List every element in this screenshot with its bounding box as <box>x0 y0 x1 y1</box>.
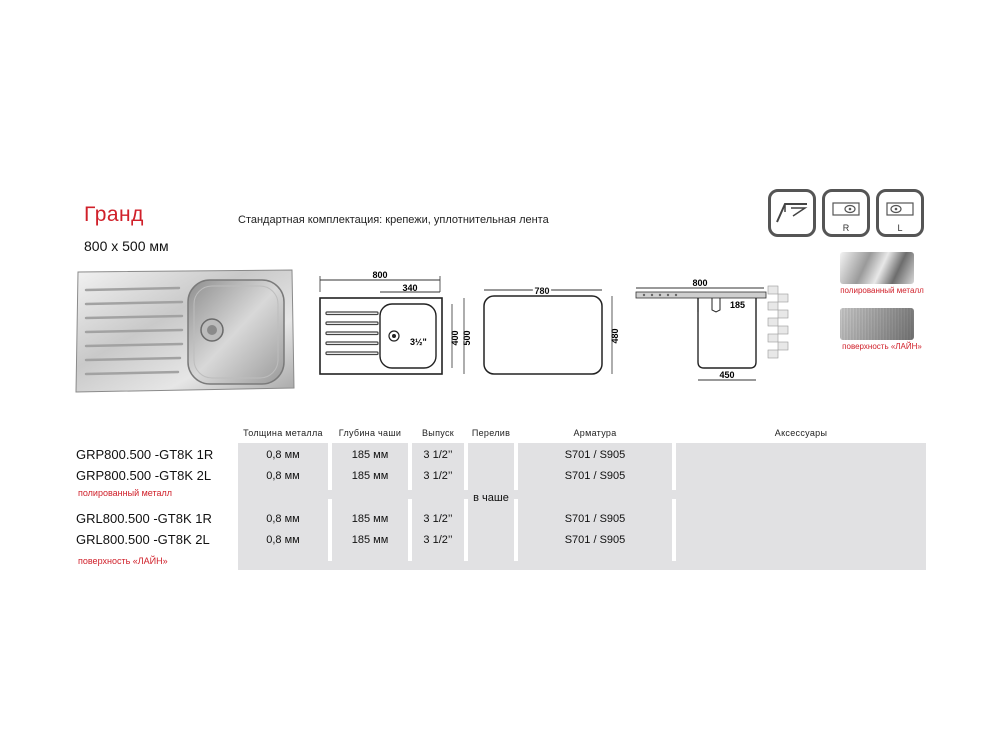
bowl-right-icon: R <box>822 189 870 237</box>
stripe-footer <box>238 561 926 570</box>
section-depth-label: 185 <box>730 300 745 310</box>
bowl-left-icon: L <box>876 189 924 237</box>
table-cell-outlet: 3 1/2’’ <box>423 470 453 482</box>
feature-icons: R L <box>768 189 924 237</box>
col-fittings-bg <box>518 443 672 570</box>
polished-metal-swatch <box>840 252 914 284</box>
table-row-model: GRP800.500 -GT8K 2L <box>76 468 212 483</box>
col-outlet-bg <box>412 443 464 570</box>
header-overflow: Перелив <box>471 428 511 438</box>
product-title: Гранд <box>84 203 144 226</box>
table-row-model: GRL800.500 -GT8K 2L <box>76 532 210 547</box>
table-cell-fittings: S701 / S905 <box>564 470 626 482</box>
table-cell-overflow: в чаше <box>473 492 509 504</box>
table-cell-depth: 185 мм <box>351 470 389 482</box>
header-accessories: Аксессуары <box>774 428 828 438</box>
col-thickness-bg <box>238 443 328 570</box>
polished-metal-label: полированный металл <box>840 286 924 295</box>
section-bottom-label: 450 <box>719 370 734 380</box>
cutout-width-label: 780 <box>534 286 549 296</box>
table-cell-depth: 185 мм <box>351 534 389 546</box>
group-note-polished: полированный металл <box>78 488 173 498</box>
col-depth-bg <box>332 443 408 570</box>
line-surface-label: поверхность «ЛАЙН» <box>842 342 922 351</box>
faucet-mount-icon <box>768 189 816 237</box>
section-drawing: 800 185 450 <box>635 278 789 381</box>
top-depth-a-label: 400 <box>450 330 460 345</box>
table-cell-thickness: 0,8 мм <box>266 534 300 546</box>
header-thickness: Толщина металла <box>243 428 323 438</box>
table-row-model: GRL800.500 -GT8K 1R <box>76 511 212 526</box>
header-fittings: Арматура <box>573 428 617 438</box>
cutout-drawing: 780 480 <box>483 284 620 375</box>
sink-photo <box>75 269 295 393</box>
table-cell-fittings: S701 / S905 <box>564 513 626 525</box>
col-accessories-bg <box>676 443 926 570</box>
outlet-label: 3½" <box>410 337 427 347</box>
col-overflow-bg <box>468 443 514 570</box>
top-depth-b-label: 500 <box>462 330 472 345</box>
table-cell-depth: 185 мм <box>351 449 389 461</box>
table-cell-thickness: 0,8 мм <box>266 470 300 482</box>
header-depth: Глубина чаши <box>338 428 402 438</box>
line-surface-swatch <box>840 308 914 340</box>
standard-kit-text: Стандартная комплектация: крепежи, уплот… <box>238 214 549 226</box>
table-cell-thickness: 0,8 мм <box>266 513 300 525</box>
cutout-height-label: 480 <box>610 328 620 343</box>
product-size: 800 х 500 мм <box>84 238 169 254</box>
group-note-line: поверхность «ЛАЙН» <box>78 556 168 566</box>
table-cell-thickness: 0,8 мм <box>266 449 300 461</box>
icon-letter-r: R <box>842 223 850 233</box>
top-view-drawing: 800 340 3½" 400 500 <box>319 270 472 375</box>
table-cell-outlet: 3 1/2’’ <box>423 449 453 461</box>
top-width-label: 800 <box>372 270 387 280</box>
header-outlet: Выпуск <box>422 428 454 438</box>
stripe-divider <box>238 490 926 499</box>
table-cell-outlet: 3 1/2’’ <box>423 534 453 546</box>
table-cell-fittings: S701 / S905 <box>564 449 626 461</box>
table-cell-outlet: 3 1/2’’ <box>423 513 453 525</box>
table-row-model: GRP800.500 -GT8K 1R <box>76 447 214 462</box>
top-bowl-label: 340 <box>402 283 417 293</box>
table-cell-fittings: S701 / S905 <box>564 534 626 546</box>
icon-letter-l: L <box>897 223 903 233</box>
table-cell-depth: 185 мм <box>351 513 389 525</box>
section-width-label: 800 <box>692 278 707 288</box>
